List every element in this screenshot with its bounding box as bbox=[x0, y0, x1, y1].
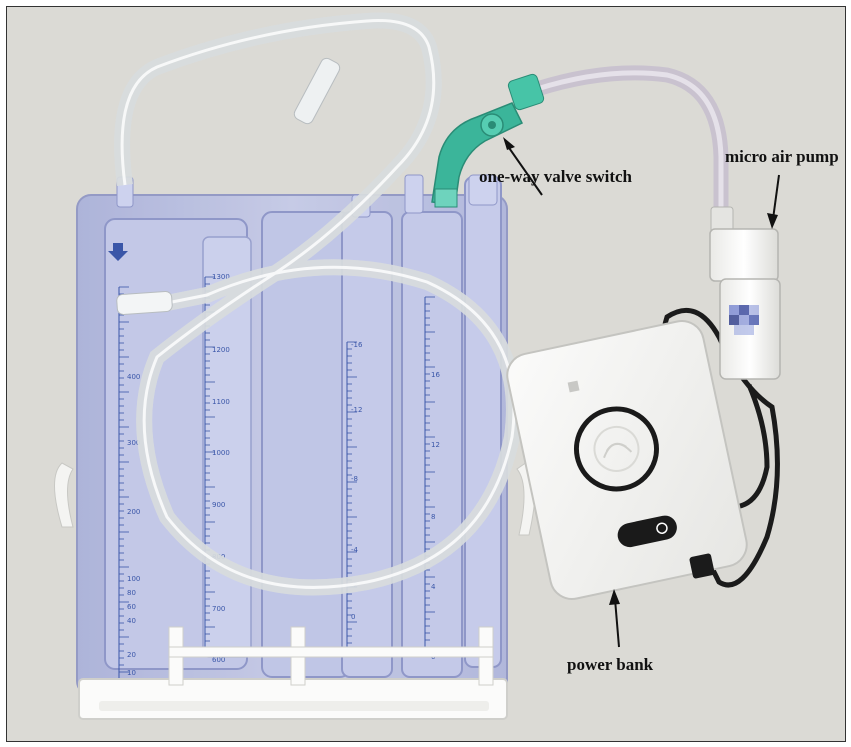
photo-frame: 400 300 200 100 80 60 40 20 10 1300 1200… bbox=[6, 6, 846, 742]
scale-seal-label: -4 bbox=[351, 546, 359, 554]
down-arrow-icon bbox=[108, 243, 128, 261]
scale-left-label: 200 bbox=[127, 508, 140, 516]
scale-left-label: 80 bbox=[127, 589, 136, 597]
scale-right-label: 8 bbox=[431, 513, 435, 521]
scale-middle-label: 600 bbox=[212, 656, 225, 664]
scale-middle-label: 1100 bbox=[212, 398, 230, 406]
scale-middle-label: 1000 bbox=[212, 449, 230, 457]
power-bank bbox=[506, 320, 748, 600]
scale-left-label: 10 bbox=[127, 669, 136, 677]
power-bank-label: power bank bbox=[567, 655, 654, 674]
scale-left-label: 400 bbox=[127, 373, 140, 381]
scale-left-label: 40 bbox=[127, 617, 136, 625]
drainage-tubing bbox=[114, 12, 522, 596]
scale-right-label: 12 bbox=[431, 441, 440, 449]
scale-middle-label: 900 bbox=[212, 501, 225, 509]
scale-left-label: 100 bbox=[127, 575, 140, 583]
scale-middle-label: 1200 bbox=[212, 346, 230, 354]
air-pump-label: micro air pump bbox=[725, 147, 839, 166]
device-stand bbox=[54, 461, 536, 720]
scale-middle-label: 700 bbox=[212, 605, 225, 613]
scale-middle-label: 1300 bbox=[212, 273, 230, 281]
scale-left-label: 300 bbox=[127, 439, 140, 447]
micro-air-pump bbox=[709, 206, 781, 380]
chest-drainage-unit: 400 300 200 100 80 60 40 20 10 1300 1200… bbox=[76, 174, 508, 696]
scale-seal-label: 0 bbox=[351, 613, 355, 621]
scale-left-label: 60 bbox=[127, 603, 136, 611]
annotation-arrows bbox=[503, 137, 780, 648]
scale-seal-label: -12 bbox=[351, 406, 362, 414]
photo-illustration: 400 300 200 100 80 60 40 20 10 1300 1200… bbox=[7, 7, 845, 741]
usb-cable bbox=[660, 307, 780, 588]
scale-seal-label: -16 bbox=[351, 341, 363, 349]
scale-right-label: 4 bbox=[431, 583, 436, 591]
scale-right-label: 16 bbox=[431, 371, 440, 379]
scale-seal-label: -8 bbox=[351, 475, 358, 483]
one-way-valve bbox=[431, 73, 545, 208]
scale-left-label: 20 bbox=[127, 651, 136, 659]
valve-switch-label: one-way valve switch bbox=[479, 167, 632, 186]
